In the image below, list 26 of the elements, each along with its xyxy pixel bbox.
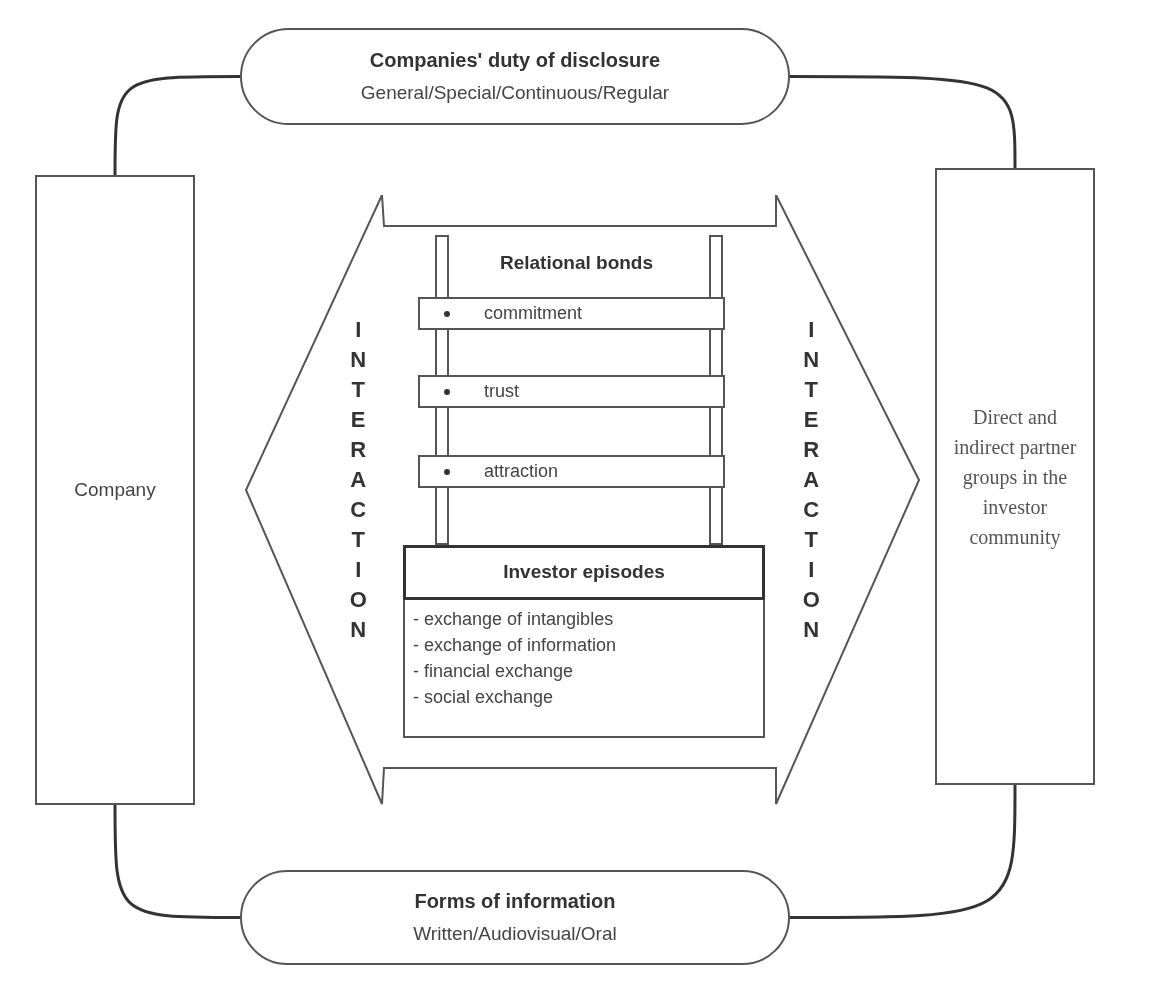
- list-item: - social exchange: [413, 686, 555, 709]
- heading: Investor episodes: [503, 560, 665, 585]
- box-label: Direct and indirect partner groups in the investor community: [952, 404, 1078, 551]
- rung-label: commitment: [484, 302, 582, 325]
- heading: Companies' duty of disclosure: [369, 48, 661, 74]
- entity-box: [35, 175, 195, 805]
- ladder-rung: [418, 375, 725, 408]
- connector-curve: [113, 805, 240, 919]
- ladder-rung: [418, 455, 725, 488]
- rung-label: attraction: [484, 460, 559, 483]
- connector-curve: [113, 75, 240, 175]
- list-item: - exchange of information: [413, 634, 618, 657]
- list-item: - financial exchange: [413, 660, 575, 683]
- vertical-label: INTERACTION: [348, 316, 368, 644]
- heading: Forms of information: [414, 889, 616, 915]
- subheading: Written/Audiovisual/Oral: [413, 922, 617, 947]
- rung-label: trust: [484, 380, 519, 403]
- connector-curve: [790, 75, 1017, 168]
- vertical-label: INTERACTION: [801, 316, 821, 644]
- subheading: General/Special/Continuous/Regular: [360, 81, 670, 106]
- list-item: - exchange of intangibles: [413, 608, 615, 631]
- ladder-rung: [418, 297, 725, 330]
- box-label: Company: [74, 477, 156, 502]
- connector-curve: [790, 785, 1017, 919]
- list-box: [403, 545, 765, 738]
- entity-box: [935, 168, 1095, 785]
